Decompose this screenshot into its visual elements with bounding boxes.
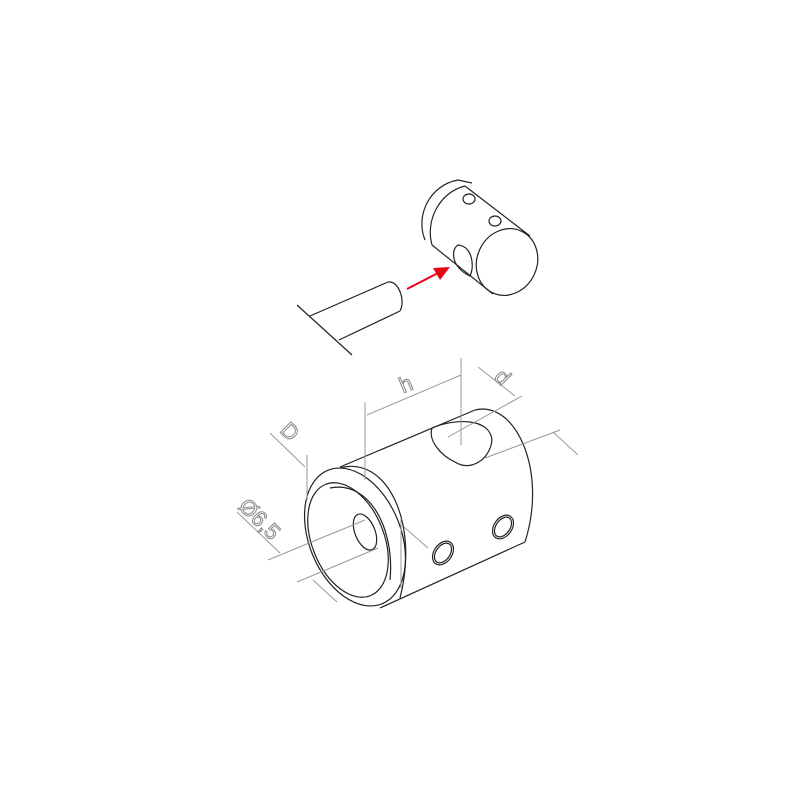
- teardrop-hole: [452, 244, 473, 277]
- dimension-label-D: D: [275, 417, 304, 446]
- dimension-h: h: [364, 358, 462, 480]
- dimension-d: d: [447, 363, 579, 459]
- bore-hole: [352, 513, 378, 551]
- hole: [491, 514, 515, 540]
- wall-line: [296, 304, 353, 356]
- dimension-D: D: [269, 417, 308, 500]
- assembly-view: [296, 179, 539, 356]
- hole: [488, 215, 502, 227]
- hole: [462, 193, 476, 205]
- hole: [431, 540, 455, 566]
- dimension-label-h: h: [395, 370, 416, 398]
- insert-arrow: [406, 267, 450, 290]
- rod: [309, 281, 403, 341]
- connector-main: [303, 408, 534, 609]
- dimension-bore: Ø6,5: [233, 493, 379, 603]
- teardrop-hole: [430, 420, 493, 467]
- connector-small: [421, 179, 539, 296]
- dimension-rim: [400, 518, 429, 588]
- dimension-label-bore: Ø6,5: [234, 493, 285, 544]
